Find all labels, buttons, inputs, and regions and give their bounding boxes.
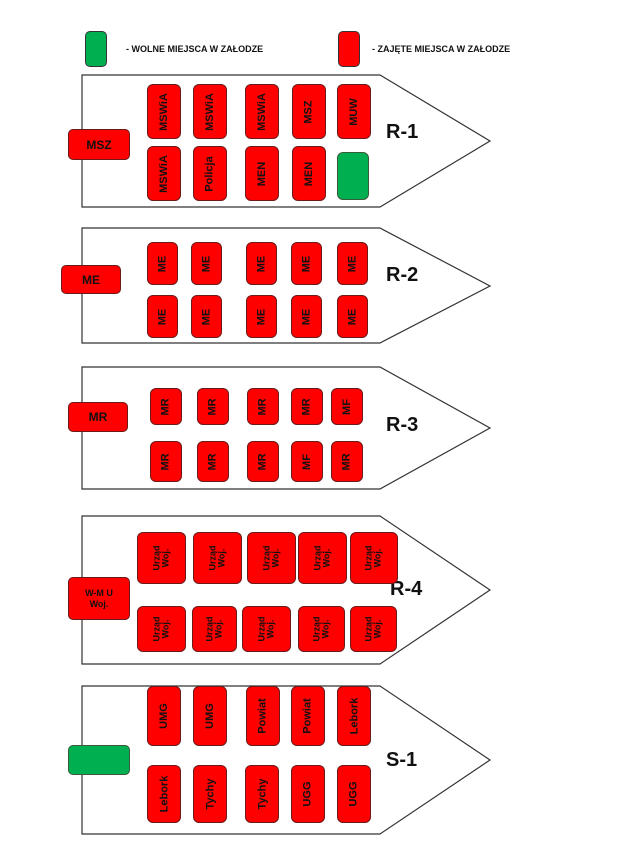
boat-r3-seat: MF — [331, 388, 363, 425]
boat-r3-seat: MR — [247, 388, 279, 425]
boat-r4-side-seat: W-M U Woj. — [68, 577, 130, 620]
boat-r2-seat: ME — [191, 295, 222, 338]
boat-s1-seat: Powiat — [291, 686, 325, 746]
boat-r2-seat: ME — [147, 295, 178, 338]
boat-r2-seat: ME — [246, 242, 277, 285]
boat-r3-seat: MR — [247, 441, 279, 482]
boat-r4-seat: Urząd Woj. — [193, 532, 242, 584]
boat-r2-hull — [81, 227, 492, 344]
boat-r3-seat: MR — [197, 388, 229, 425]
boat-r3-hull — [81, 366, 492, 490]
boat-r1-seat: MSWiA — [245, 84, 279, 139]
boat-r1-side-seat: MSZ — [68, 129, 130, 160]
boat-s1-seat: Tychy — [193, 765, 227, 823]
boat-r4-seat: Urząd Woj. — [350, 606, 397, 652]
boat-r4-seat: Urząd Woj. — [298, 606, 345, 652]
legend-taken-label: - ZAJĘTE MIEJSCA W ZAŁODZE — [372, 44, 511, 54]
boat-r2-seat: ME — [291, 295, 322, 338]
boat-r3-seat: MR — [291, 388, 323, 425]
boat-r2-seat: ME — [337, 295, 368, 338]
boat-r2-name: R-2 — [386, 264, 419, 286]
boat-s1-seat: UGG — [337, 765, 371, 823]
boat-s1-seat: Tychy — [245, 765, 279, 823]
boat-s1-seat: Lebork — [147, 765, 181, 823]
boat-r3-name: R-3 — [386, 414, 419, 436]
boat-r1-seat: MUW — [337, 84, 371, 139]
boat-r3-seat: MR — [150, 441, 182, 482]
boat-s1-seat: Powiat — [246, 686, 280, 746]
boat-r3-seat: MF — [291, 441, 323, 482]
boat-r1-seat: MSZ — [292, 84, 326, 139]
boat-r1-seat: MSWiA — [147, 146, 181, 201]
boat-r1-seat: Policja — [193, 146, 227, 201]
boat-r4-seat: Urząd Woj. — [192, 606, 237, 652]
boat-r4-seat: Urząd Woj. — [350, 532, 398, 584]
legend-free-label: - WOLNE MIEJSCA W ZAŁODZE — [126, 44, 264, 54]
boat-r1-free-seat — [337, 152, 369, 200]
boat-r4-seat: Urząd Woj. — [137, 532, 186, 584]
boat-s1-seat: UMG — [147, 686, 181, 746]
boat-r1-seat: MEN — [245, 146, 279, 201]
boat-r1-seat: MSWiA — [147, 84, 181, 139]
legend-taken-swatch — [338, 31, 360, 67]
boat-r4-seat: Urząd Woj. — [247, 532, 296, 584]
boat-r4-seat: Urząd Woj. — [137, 606, 186, 652]
boat-r3-seat: MR — [150, 388, 182, 425]
boat-r3-seat: MR — [197, 441, 229, 482]
boat-r4-seat: Urząd Woj. — [298, 532, 347, 584]
boat-r1-seat: MSWiA — [193, 84, 227, 139]
boat-r2-seat: ME — [337, 242, 368, 285]
boat-s1-seat: UGG — [291, 765, 325, 823]
boat-r4-name: R-4 — [390, 578, 423, 600]
boat-s1-hull — [81, 685, 492, 835]
boat-r1-name: R-1 — [386, 121, 419, 143]
boat-r2-side-seat: ME — [61, 265, 121, 294]
boat-r2-seat: ME — [291, 242, 322, 285]
boat-s1-seat: Lebork — [337, 686, 371, 746]
boat-r2-seat: ME — [147, 242, 178, 285]
boat-r2-seat: ME — [191, 242, 222, 285]
legend-free-swatch — [85, 31, 107, 67]
boat-r1-hull — [81, 74, 492, 208]
boat-r3-seat: MR — [331, 441, 363, 482]
boat-r2-seat: ME — [246, 295, 277, 338]
boat-r3-side-seat: MR — [68, 402, 128, 432]
boat-s1-seat: UMG — [193, 686, 227, 746]
boat-s1-name: S-1 — [386, 749, 418, 771]
boat-r1-seat: MEN — [292, 146, 326, 201]
boat-s1-free-side-seat — [68, 745, 130, 775]
boat-r4-seat: Urząd Woj. — [242, 606, 291, 652]
